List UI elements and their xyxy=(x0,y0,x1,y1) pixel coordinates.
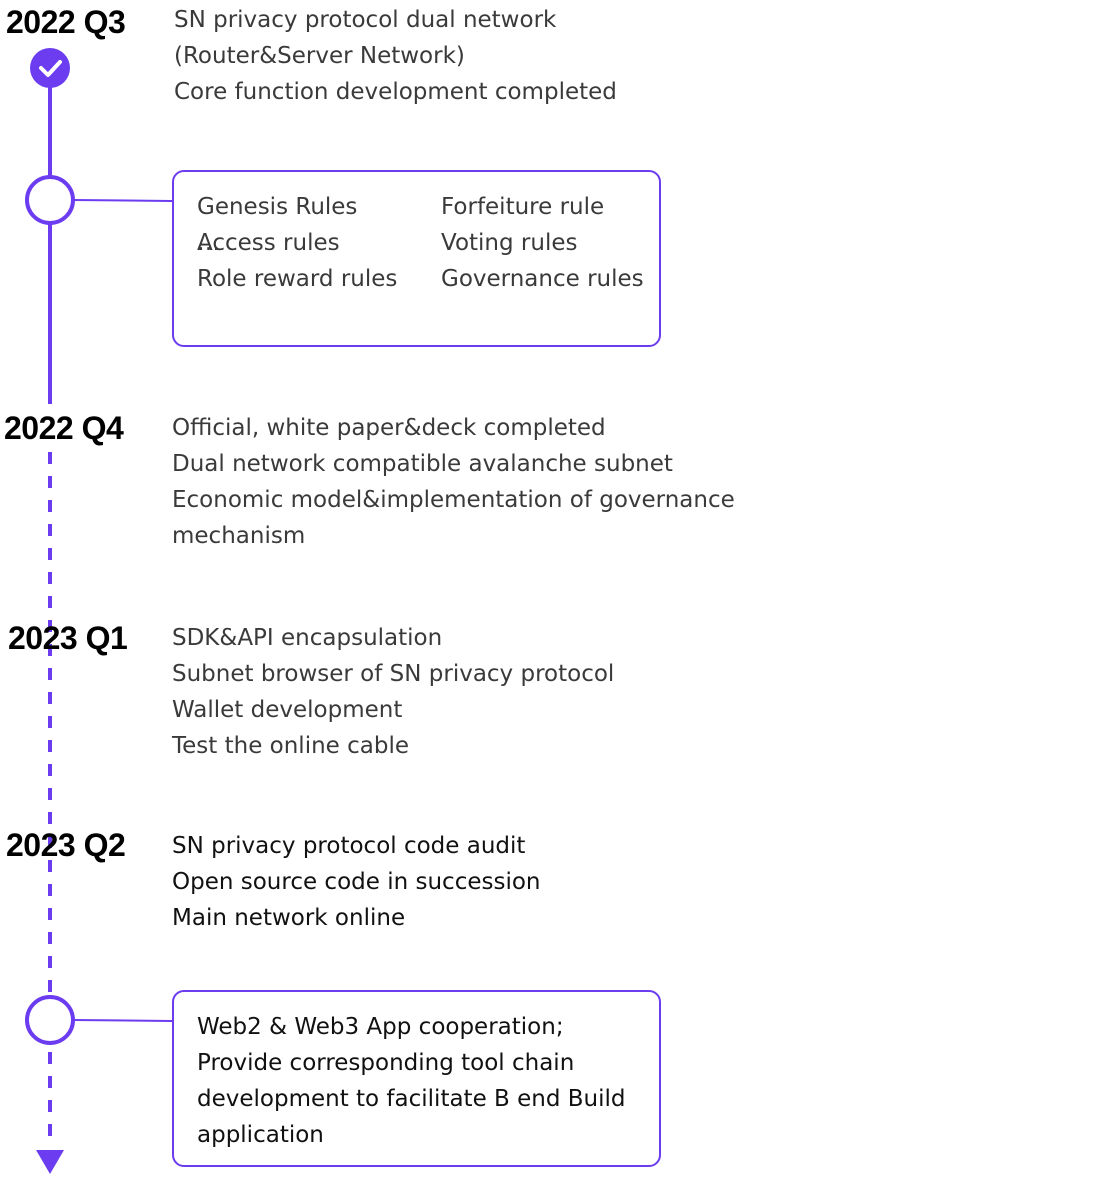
rules-box: Genesis Rules Forfeiture rule Access rul… xyxy=(172,170,661,347)
milestone-list-2023-q2: SN privacy protocol code audit Open sour… xyxy=(172,828,541,936)
milestone-list-2023-q1: SDK&API encapsulation Subnet browser of … xyxy=(172,620,614,764)
rule-item: Role reward rules xyxy=(197,266,398,292)
rule-item: Voting rules xyxy=(441,230,578,256)
milestone-item: Core function development completed xyxy=(174,79,617,105)
rules-grid: Genesis Rules Forfeiture rule Access rul… xyxy=(197,189,681,292)
rule-item: Access rules xyxy=(197,230,340,256)
rule-item: Governance rules xyxy=(441,266,644,292)
milestone-item: Subnet browser of SN privacy protocol xyxy=(172,661,615,687)
rules-content: Genesis Rules Forfeiture rule Access rul… xyxy=(197,189,681,292)
check-node-icon xyxy=(30,48,70,88)
milestone-list-2022-q4: Official, white paper&deck completed Dua… xyxy=(172,410,735,554)
cooperation-content: Web2 & Web3 App cooperation; Provide cor… xyxy=(197,1009,626,1153)
quarter-label-2022-q3: 2022 Q3 xyxy=(6,4,126,40)
quarter-label-2023-q2: 2023 Q2 xyxy=(6,827,126,863)
connector-cooperation xyxy=(72,1019,173,1022)
check-icon xyxy=(39,60,62,77)
milestone-item: Test the online cable xyxy=(172,733,410,759)
timeline-arrow-icon xyxy=(36,1150,64,1174)
milestone-item: Official, white paper&deck completed xyxy=(172,415,606,441)
milestone-item: Main network online xyxy=(172,905,406,931)
quarter-label-2022-q4: 2022 Q4 xyxy=(4,410,124,446)
milestone-item: SDK&API encapsulation xyxy=(172,625,443,651)
milestone-item: Dual network compatible avalanche subnet xyxy=(172,451,673,477)
milestone-item: Wallet development xyxy=(172,697,403,723)
milestone-item: mechanism xyxy=(172,523,306,549)
milestone-item: Open source code in succession xyxy=(172,869,541,895)
open-node-rules xyxy=(25,175,75,225)
milestone-item: (Router&Server Network) xyxy=(174,43,465,69)
milestone-item: Economic model&implementation of governa… xyxy=(172,487,735,513)
rule-item: Genesis Rules xyxy=(197,194,358,220)
rule-item: Forfeiture rule xyxy=(441,194,605,220)
connector-rules xyxy=(72,199,173,202)
cooperation-box: Web2 & Web3 App cooperation; Provide cor… xyxy=(172,990,661,1167)
milestone-item: SN privacy protocol code audit xyxy=(172,833,526,859)
open-node-cooperation xyxy=(25,995,75,1045)
rules-ellipsis: … xyxy=(197,230,220,256)
cooperation-line: development to facilitate B end Build xyxy=(197,1086,626,1112)
milestone-list-2022-q3: SN privacy protocol dual network (Router… xyxy=(174,2,617,110)
cooperation-line: application xyxy=(197,1122,324,1148)
cooperation-line: Web2 & Web3 App cooperation; xyxy=(197,1014,564,1040)
quarter-label-2023-q1: 2023 Q1 xyxy=(8,620,128,656)
milestone-item: SN privacy protocol dual network xyxy=(174,7,557,33)
cooperation-line: Provide corresponding tool chain xyxy=(197,1050,575,1076)
